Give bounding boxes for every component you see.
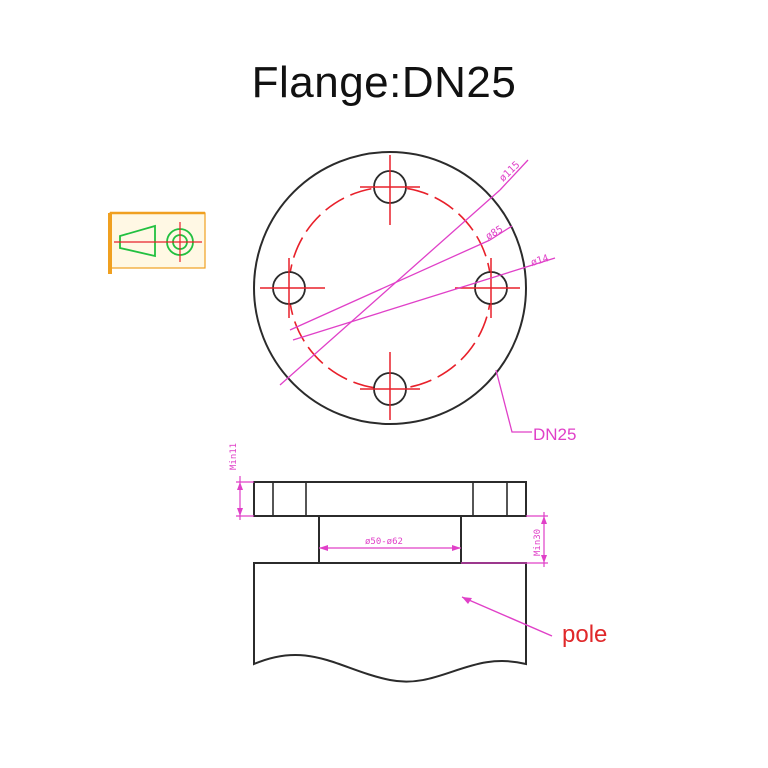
flange-callout-label: DN25 <box>533 425 576 444</box>
pole-label: pole <box>562 621 607 648</box>
dim-height: Min30 <box>533 529 543 556</box>
bolt-hole <box>260 258 325 318</box>
dim-bore: ø50-ø62 <box>365 537 403 547</box>
flange-plate <box>253 481 527 517</box>
page-title: Flange:DN25 <box>251 58 517 107</box>
dim-hole-diameter: ø14 <box>530 253 550 269</box>
projection-symbol <box>108 211 206 274</box>
bolt-hole <box>360 352 420 420</box>
flange-side-view: Min11 Min30 ø50-ø62 pole <box>229 443 607 683</box>
dim-outer-diameter: ø115 <box>497 160 522 185</box>
bolt-hole <box>455 258 520 318</box>
flange-outer-circle <box>253 151 527 425</box>
dim-thickness: Min11 <box>229 443 239 470</box>
bolt-hole <box>360 155 420 225</box>
flange-top-view: ø115 ø85 ø14 DN25 <box>253 151 576 444</box>
dim-bolt-circle: ø85 <box>484 224 505 243</box>
cone-icon <box>119 224 156 258</box>
pole-shape <box>253 562 527 683</box>
